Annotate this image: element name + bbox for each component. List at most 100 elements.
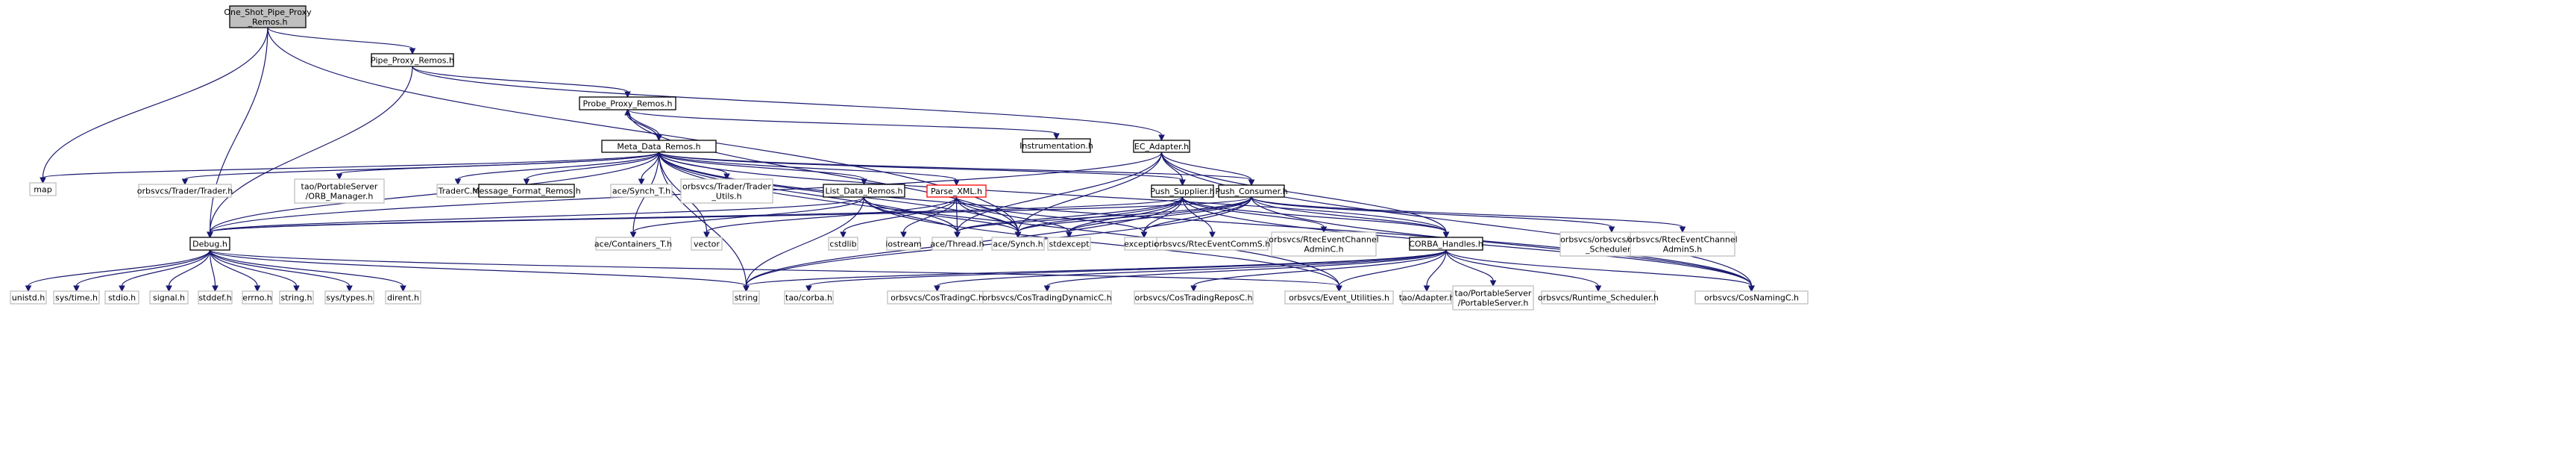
node-box — [784, 290, 834, 305]
node-orbsvcs-costradingreposc-h[interactable]: orbsvcs/CosTradingReposC.h — [1134, 290, 1254, 305]
edge-corba-handles-h-to-tao-corba-h — [805, 249, 1447, 293]
node-orbsvcs-rteceventcomms-h[interactable]: orbsvcs/RtecEventCommS.h — [1155, 237, 1271, 251]
node-ace-containers-t-h[interactable]: ace/Containers_T.h — [594, 237, 672, 251]
node-label: Parse_XML.h — [931, 187, 982, 196]
node-orbsvcs-cosnamingc-h[interactable]: orbsvcs/CosNamingC.h — [1694, 290, 1809, 305]
node-label: tao/corba.h — [785, 293, 832, 303]
node-label: signal.h — [153, 293, 185, 303]
node-probe-proxy-remos-h[interactable]: Probe_Proxy_Remos.h — [579, 96, 676, 110]
node-orbsvcs-costradingc-h[interactable]: orbsvcs/CosTradingC.h — [887, 290, 987, 305]
node-orbsvcs-trader-trader-utils-h[interactable]: orbsvcs/Trader/Trader_Utils.h — [680, 178, 773, 204]
edge-debug-h-to-stdio-h — [119, 249, 211, 293]
node-pipe-proxy-remos-h[interactable]: Pipe_Proxy_Remos.h — [371, 53, 454, 67]
node-label: orbsvcs/CosNamingC.h — [1704, 293, 1799, 303]
node-box — [1218, 184, 1285, 198]
node-label: Instrumentation.h — [1020, 141, 1093, 151]
node-label: orbsvcs/Runtime_Scheduler.h — [1538, 293, 1659, 303]
node-label: ace/Synch_T.h — [612, 187, 670, 196]
node-vector[interactable]: vector — [691, 237, 723, 251]
node-stdexcept[interactable]: stdexcept — [1047, 237, 1091, 251]
node-box — [279, 290, 314, 305]
edge-debug-h-to-unistd-h — [25, 249, 211, 293]
node-tao-portableserver-portableserver-h[interactable]: tao/PortableServer/PortableServer.h — [1452, 285, 1534, 311]
node-box — [10, 290, 47, 305]
node-ace-thread-h[interactable]: ace/Thread.h — [930, 237, 984, 251]
node-sys-types-h[interactable]: sys/types.h — [324, 290, 374, 305]
node-label: tao/Adapter.h — [1399, 293, 1455, 303]
node-label: vector — [694, 240, 720, 249]
node-parse-xml-h[interactable]: Parse_XML.h — [926, 184, 987, 198]
node-meta-data-remos-h[interactable]: Meta_Data_Remos.h — [601, 140, 717, 153]
node-box — [138, 184, 232, 198]
node-box — [991, 237, 1045, 251]
edge-debug-h-to-sys-time-h — [73, 249, 211, 293]
node-label: Probe_Proxy_Remos.h — [583, 99, 673, 109]
edge-push-consumer-h-to-stdexcept — [1066, 196, 1252, 239]
node-label: stddef.h — [198, 293, 231, 303]
node-exception[interactable]: exception — [1124, 237, 1164, 251]
node-instrumentation-h[interactable]: Instrumentation.h — [1020, 138, 1093, 153]
node-iostream[interactable]: iostream — [885, 237, 922, 251]
node-one-shot-pipe-proxy-remos-h[interactable]: One_Shot_Pipe_Proxy_Remos.h — [224, 5, 312, 28]
node-orbsvcs-event-utilities-h[interactable]: orbsvcs/Event_Utilities.h — [1284, 290, 1394, 305]
node-label: orbsvcs/Event_Utilities.h — [1289, 293, 1389, 303]
node-box — [886, 237, 921, 251]
node-push-supplier-h[interactable]: Push_Supplier.h — [1150, 184, 1215, 198]
node-stdio-h[interactable]: stdio.h — [104, 290, 139, 305]
node-label: TraderC.h — [438, 187, 478, 196]
node-errno-h[interactable]: errno.h — [242, 290, 273, 305]
node-list-data-remos-h[interactable]: List_Data_Remos.h — [823, 184, 905, 198]
edge-meta-data-remos-h-to-probe-proxy-remos-h — [624, 108, 660, 141]
edge-push-consumer-h-to-debug-h — [207, 196, 1252, 239]
node-orbsvcs-runtime-scheduler-h[interactable]: orbsvcs/Runtime_Scheduler.h — [1538, 290, 1659, 305]
node-label: orbsvcs/RtecEventChannel — [1627, 235, 1737, 245]
edge-push-consumer-h-to-orbsvcs-rteceventchanneladmins-h — [1251, 196, 1686, 234]
edge-push-supplier-h-to-corba-handles-h — [1181, 196, 1450, 239]
node-debug-h[interactable]: Debug.h — [189, 237, 230, 251]
node-box — [1271, 231, 1377, 257]
edge-corba-handles-h-to-orbsvcs-costradingc-h — [934, 249, 1447, 293]
node-label: ace/Containers_T.h — [594, 240, 672, 249]
node-label: AdminC.h — [1304, 245, 1343, 255]
node-map[interactable]: map — [29, 182, 57, 196]
node-label: cstdlib — [829, 240, 856, 249]
node-label: orbsvcs/Trader/Trader — [682, 182, 771, 192]
node-ace-synch-h[interactable]: ace/Synch.h — [991, 237, 1045, 251]
node-corba-handles-h[interactable]: CORBA_Handles.h — [1409, 237, 1483, 251]
node-unistd-h[interactable]: unistd.h — [10, 290, 47, 305]
node-label: orbsvcs/Trader/Trader.h — [137, 187, 233, 196]
node-box — [104, 290, 139, 305]
node-label: string — [735, 293, 758, 303]
node-label: orbsvcs/CosTradingC.h — [890, 293, 984, 303]
edge-debug-h-to-string — [209, 249, 750, 293]
node-dirent-h[interactable]: dirent.h — [385, 290, 421, 305]
node-string-h[interactable]: string.h — [279, 290, 314, 305]
node-box — [601, 140, 717, 153]
node-box — [1047, 237, 1091, 251]
node-push-consumer-h[interactable]: Push_Consumer.h — [1215, 184, 1288, 198]
node-ec-adapter-h[interactable]: EC_Adapter.h — [1133, 140, 1190, 153]
node-string[interactable]: string — [732, 290, 760, 305]
edge-corba-handles-h-to-orbsvcs-runtime-scheduler-h — [1445, 249, 1602, 293]
node-label: tao/PortableServer — [1455, 289, 1532, 299]
node-label: string.h — [280, 293, 312, 303]
node-label: /ORB_Manager.h — [306, 192, 374, 202]
node-sys-time-h[interactable]: sys/time.h — [53, 290, 100, 305]
node-label: List_Data_Remos.h — [825, 187, 902, 196]
node-signal-h[interactable]: signal.h — [149, 290, 189, 305]
node-message-format-remos-h[interactable]: Message_Format_Remos.h — [472, 184, 581, 198]
node-orbsvcs-costradingdynamicc-h[interactable]: orbsvcs/CosTradingDynamicC.h — [982, 290, 1112, 305]
node-tao-corba-h[interactable]: tao/corba.h — [784, 290, 834, 305]
node-label: AdminS.h — [1663, 245, 1703, 255]
node-ace-synch-t-h[interactable]: ace/Synch_T.h — [610, 184, 673, 198]
edge-meta-data-remos-h-to-list-data-remos-h — [658, 152, 867, 186]
node-cstdlib[interactable]: cstdlib — [828, 237, 858, 251]
node-tao-adapter-h[interactable]: tao/Adapter.h — [1399, 290, 1455, 305]
node-stddef-h[interactable]: stddef.h — [198, 290, 233, 305]
node-box — [242, 290, 273, 305]
node-tao-portableserver-orb-manager-h[interactable]: tao/PortableServer/ORB_Manager.h — [294, 178, 385, 204]
node-orbsvcs-trader-trader-h[interactable]: orbsvcs/Trader/Trader.h — [137, 184, 233, 198]
